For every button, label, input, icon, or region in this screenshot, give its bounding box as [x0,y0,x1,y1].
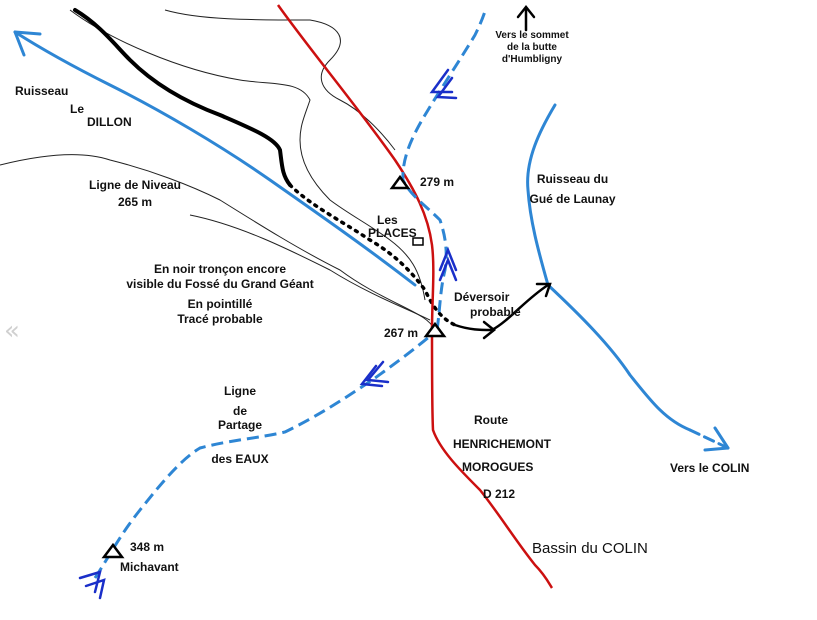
label-fosse-4: Tracé probable [177,312,263,326]
triangle-267-icon [423,321,447,338]
label-deversoir-2: probable [470,305,521,319]
stream-gue-dashed [688,428,730,450]
contour-line-inner [189,214,431,321]
label-ruisseau-dillon-1: Ruisseau [15,84,69,98]
ditch-probable [288,183,457,327]
label-ligne-niveau-1: Ligne de Niveau [88,178,182,192]
label-ligne-niveau-2: 265 m [117,195,153,209]
label-fosse-2: visible du Fossé du Grand Géant [126,277,314,291]
label-ruisseau-dillon-2: Le [70,102,85,116]
deversoir-arrow-icon [453,282,552,340]
label-fosse-3: En pointillé [187,297,253,311]
triangle-279-icon [389,174,411,190]
label-route-4: D 212 [483,487,516,501]
label-bassin-colin: Bassin du COLIN [532,540,648,557]
road-d212-line [276,4,554,589]
stream-dillon [13,30,417,287]
label-fosse-1: En noir tronçon encore [153,262,286,276]
label-route-2: HENRICHEMONT [453,437,551,451]
label-elevation-279: 279 m [420,175,455,189]
label-gue-2: Gué de Launay [529,192,616,206]
divide-arrow-west-icon [359,360,390,388]
label-vers-colin: Vers le COLIN [670,461,750,475]
label-ruisseau-dillon-3: DILLON [87,115,132,129]
stream-gue-main [546,283,692,432]
stream-gue-north-branch [526,103,557,287]
label-places: PLACES [368,226,417,240]
label-elevation-267: 267 m [384,326,419,340]
contour-line-lower [0,154,436,331]
label-partage-4: des EAUX [211,452,269,466]
stream-dillon-line [13,30,417,287]
divide-arrows [78,68,458,600]
ditch-probable-line [288,183,457,327]
label-partage-3: Partage [217,418,263,432]
stream-gue-de-launay [526,103,730,452]
triangle-348-icon [101,542,125,559]
contour-line-outer [164,9,396,151]
ditch-visible [73,8,292,187]
chevron-left-double-icon[interactable]: « [4,316,20,346]
divide-arrow-center-icon [438,246,458,282]
label-route-1: Route [474,413,508,427]
watershed-line-north [401,7,488,331]
stream-gue-arrowhead [703,426,730,452]
summit-arrow-icon [516,4,536,32]
label-summit-3: d'Humbligny [501,54,563,65]
stream-dillon-arrowhead [13,30,42,57]
divide-arrow-north-icon [429,68,458,100]
label-elevation-348: 348 m [130,540,165,554]
label-gue-1: Ruisseau du [536,172,609,186]
elevation-markers [101,174,447,559]
label-partage-1: Ligne [224,384,256,398]
label-route-3: MOROGUES [462,460,534,474]
label-michavant: Michavant [120,560,179,574]
les-places-building-icon [412,237,424,246]
contour-lines [0,9,436,331]
label-les: Les [377,213,398,227]
divide-arrow-south-icon [78,570,106,600]
black-arrows [453,4,552,340]
label-deversoir-1: Déversoir [454,290,510,304]
watershed-line-south [93,328,438,579]
label-summit-2: de la butte [506,42,557,53]
contour-line-upper [69,9,426,301]
ditch-visible-line [73,8,292,187]
label-summit-1: Vers le sommet [495,30,569,41]
label-partage-2: de [232,404,247,418]
road-d212 [276,4,554,589]
